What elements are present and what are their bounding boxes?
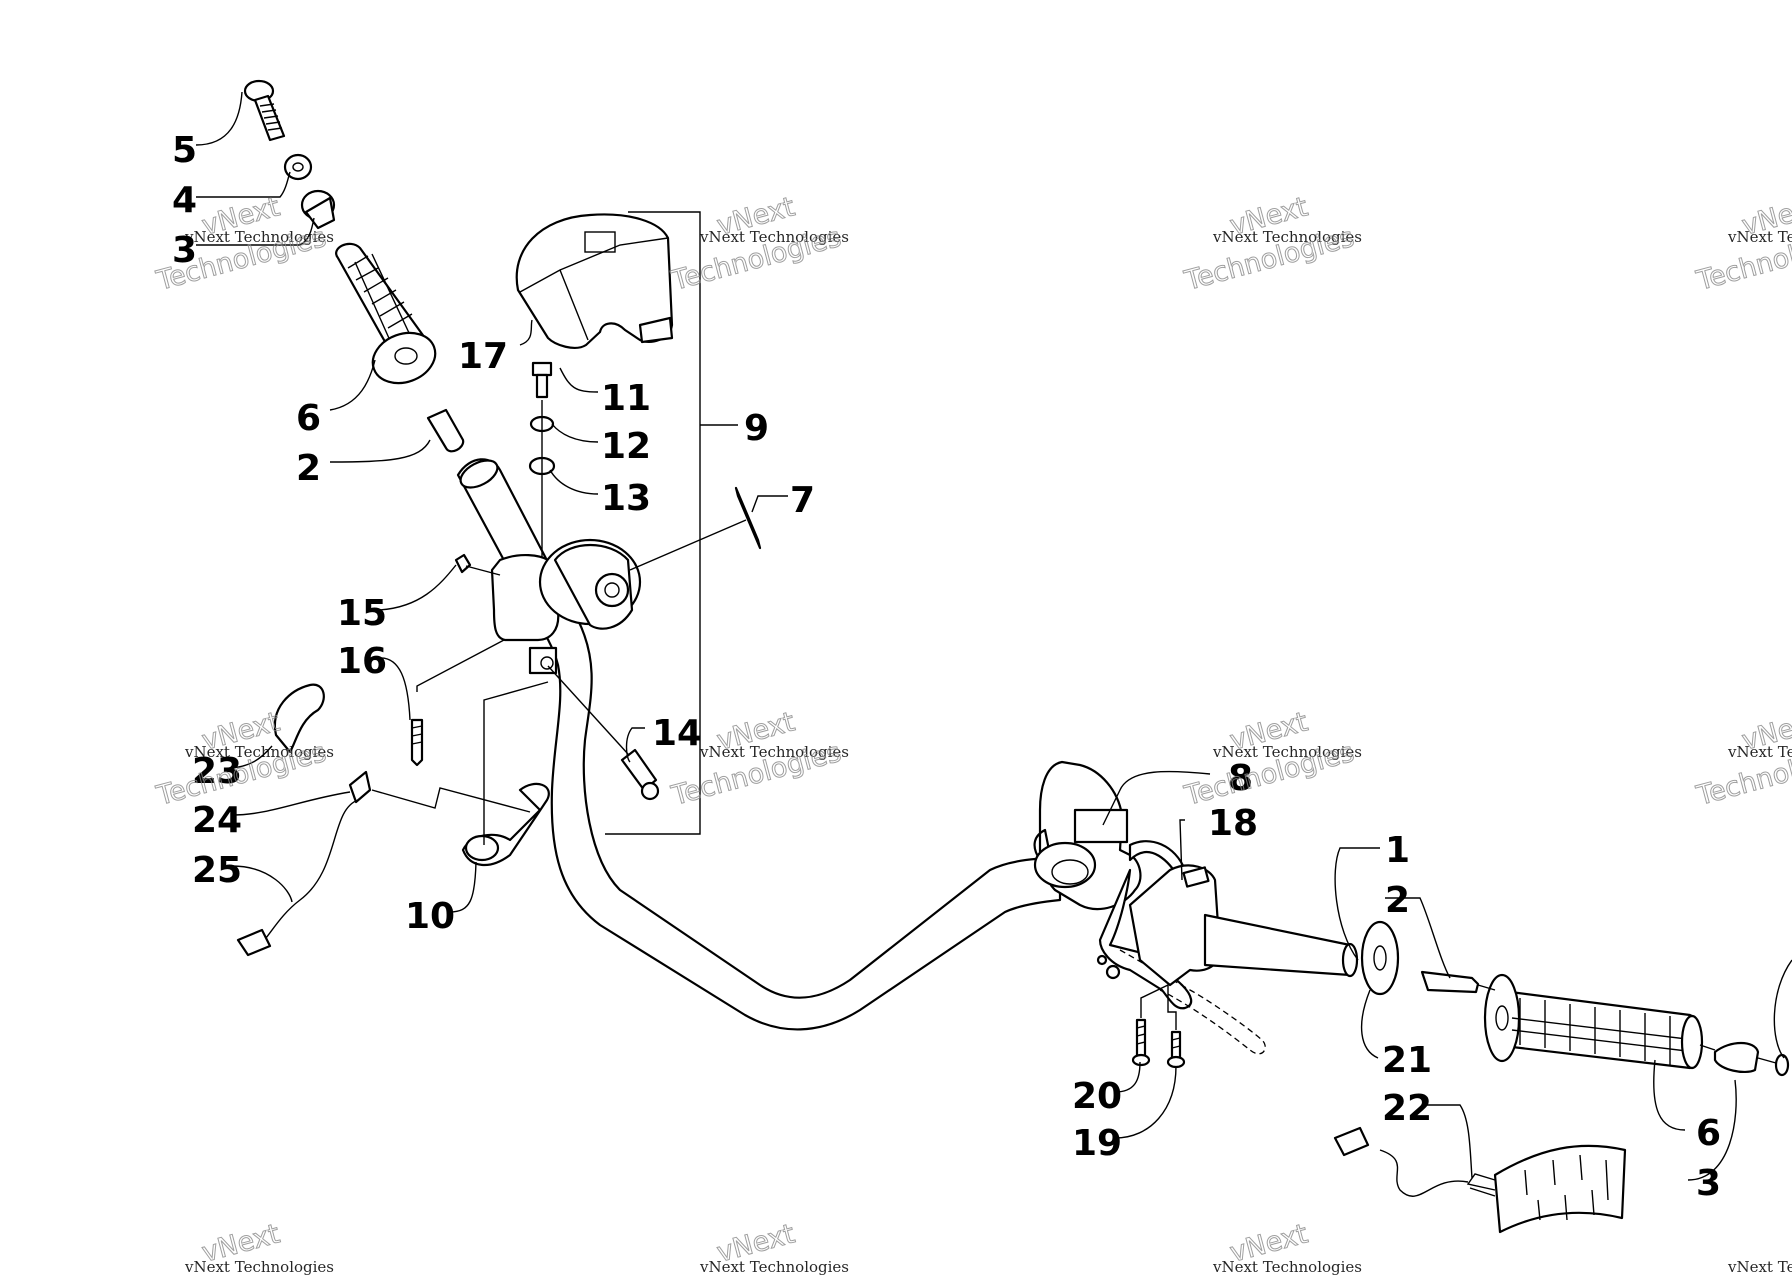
callout-14: 14 [652, 713, 702, 754]
svg-text:vNext Technologies: vNext Technologies [1727, 1258, 1792, 1276]
svg-text:vNext Technologies: vNext Technologies [184, 1258, 334, 1276]
insert-left [426, 408, 465, 453]
callout-1: 1 [1385, 830, 1410, 871]
watermark: vNext Technologies [1727, 1258, 1792, 1276]
decal-7 [734, 486, 762, 550]
callout-9: 9 [744, 408, 769, 449]
callout-23: 23 [192, 751, 242, 792]
svg-text:vNext Technologies: vNext Technologies [1212, 228, 1362, 246]
watermark: vNext vNext Technologies Technologies [1692, 706, 1792, 813]
callout-12: 12 [601, 426, 651, 467]
callout-16: 16 [337, 641, 387, 682]
callout-11: 11 [601, 378, 651, 419]
callout-4: 4 [172, 180, 197, 221]
watermark: vNext vNext Technologies Technologies [667, 191, 849, 298]
callout-8: 8 [1228, 758, 1253, 799]
callout-7: 7 [790, 480, 815, 521]
callout-5: 5 [172, 130, 197, 171]
switch-24 [348, 770, 372, 804]
svg-text:vNext Technologies: vNext Technologies [184, 743, 334, 761]
svg-text:vNext Technologies: vNext Technologies [1212, 743, 1362, 761]
screw-16 [410, 718, 424, 767]
watermark: vNext vNext Technologies [699, 1218, 849, 1276]
watermark: vNext vNext Technologies Technologies [1692, 191, 1792, 298]
callout-17: 17 [458, 336, 508, 377]
grip-left [335, 242, 437, 385]
washer-21 [1360, 920, 1400, 996]
callout-2: 2 [296, 448, 321, 489]
watermark: vNext vNext Technologies [184, 1218, 334, 1276]
screw-20 [1131, 1018, 1151, 1067]
callout-21: 21 [1382, 1040, 1432, 1081]
watermark: vNext vNext Technologies Technologies [152, 706, 334, 813]
callout-labels: 5 4 3 17 11 12 9 6 2 13 7 15 16 14 23 24… [172, 130, 1721, 1204]
washer-left [283, 153, 313, 181]
callout-25: 25 [192, 850, 242, 891]
callout-6: 6 [296, 398, 321, 439]
svg-text:vNext Technologies: vNext Technologies [1727, 228, 1792, 246]
callout-18: 18 [1208, 803, 1258, 844]
breather-tube-23 [273, 683, 325, 754]
throttle-cover [515, 213, 674, 349]
nut-15 [454, 553, 472, 574]
switch-housing-18 [1128, 864, 1222, 987]
insert-right [1420, 970, 1480, 994]
handlebar [456, 458, 1062, 1031]
svg-text:vNext Technologies: vNext Technologies [699, 1258, 849, 1276]
callout-24: 24 [192, 800, 242, 841]
callout-20: 20 [1072, 1076, 1122, 1117]
heater-element-22 [1333, 1126, 1627, 1234]
callout-10: 10 [405, 896, 455, 937]
svg-text:vNext Technologies: vNext Technologies [1212, 1258, 1362, 1276]
watermark: vNext vNext Technologies [1212, 1218, 1362, 1276]
harness-25 [236, 787, 531, 957]
bolt-11 [531, 361, 553, 399]
leader-lines [195, 91, 1792, 1181]
watermark: vNext vNext Technologies Technologies [1180, 706, 1362, 813]
screw-19 [1166, 1030, 1186, 1069]
svg-text:vNext Technologies: vNext Technologies [699, 228, 849, 246]
end-cap-right [1713, 1041, 1760, 1074]
bar-end-right [1203, 913, 1352, 977]
callout-15: 15 [337, 593, 387, 634]
throttle-lever-10 [461, 681, 550, 867]
callout-3: 3 [172, 230, 197, 271]
callout-3-right: 3 [1696, 1163, 1721, 1204]
callout-2-right: 2 [1385, 880, 1410, 921]
svg-text:vNext Technologies: vNext Technologies [184, 228, 334, 246]
svg-text:vNext Technologies: vNext Technologies [1727, 743, 1792, 761]
watermark: vNext vNext Technologies Technologies [1180, 191, 1362, 298]
bracket-9 [605, 211, 701, 835]
throttle-housing [490, 538, 642, 675]
svg-text:vNext Technologies: vNext Technologies [699, 743, 849, 761]
callout-6-right: 6 [1696, 1113, 1721, 1154]
screw-14 [620, 748, 660, 801]
bolt-right [1774, 1053, 1790, 1077]
callout-22: 22 [1382, 1088, 1432, 1129]
decal-8 [1073, 808, 1129, 844]
callout-13: 13 [601, 478, 651, 519]
screw-left [243, 79, 286, 142]
grip-right [1483, 973, 1704, 1070]
callout-19: 19 [1072, 1123, 1122, 1164]
